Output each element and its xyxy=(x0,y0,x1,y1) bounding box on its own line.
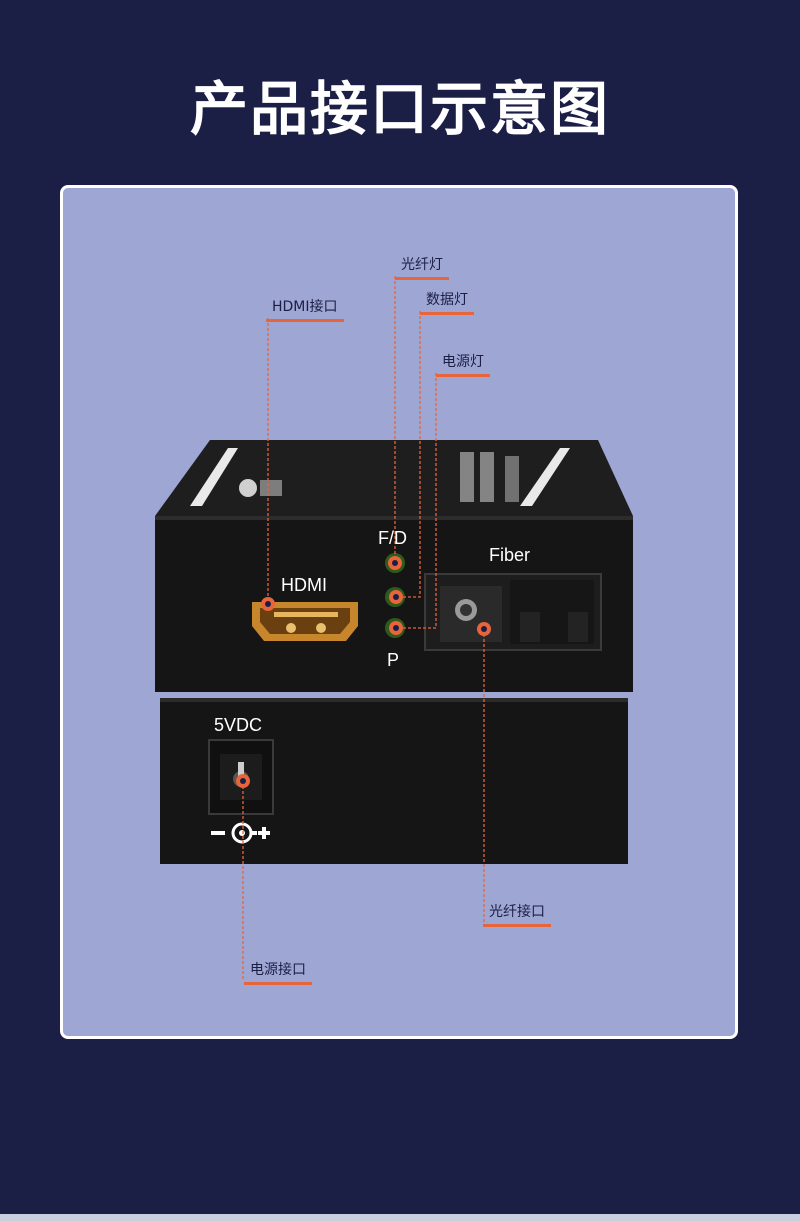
fiber-label: Fiber xyxy=(489,545,531,565)
hdmi-port-graphic xyxy=(252,602,358,641)
bottom-strip xyxy=(0,1214,800,1221)
callout-fiber-light: 光纤灯 xyxy=(395,254,449,280)
page-title: 产品接口示意图 xyxy=(189,75,610,143)
fiber-port-graphic xyxy=(424,573,602,651)
hdmi-label: HDMI xyxy=(281,575,327,595)
leader-lines xyxy=(242,276,485,980)
callout-data-light: 数据灯 xyxy=(420,289,474,315)
fd-label: F/D xyxy=(378,528,407,548)
callout-fiber-port: 光纤接口 xyxy=(483,901,551,927)
p-label: P xyxy=(387,650,400,670)
callout-hdmi-port: HDMI接口 xyxy=(266,296,344,322)
device-top xyxy=(155,440,633,516)
callout-power-light: 电源灯 xyxy=(436,351,490,377)
polarity-icon xyxy=(211,822,270,844)
power-label: 5VDC xyxy=(214,715,263,735)
callout-power-port: 电源接口 xyxy=(244,959,312,985)
brand-logo-icon xyxy=(239,479,257,497)
marker-dots xyxy=(236,556,491,788)
